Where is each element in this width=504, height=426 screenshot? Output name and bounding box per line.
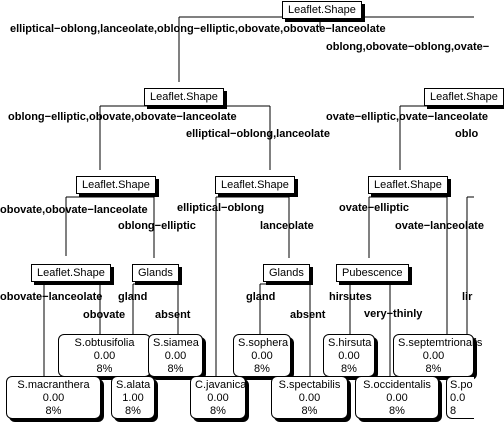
leaf-value: 0.00 (164, 350, 187, 362)
split-node-llr: Glands (132, 264, 179, 282)
leaf-value: 0.00 (207, 392, 229, 404)
leaf-node-macranthera: S.macranthera 0.00 8% (6, 376, 101, 419)
split-label: Leaflet.Shape (150, 91, 218, 103)
leaf-value: 1.00 (122, 392, 144, 404)
leaf-value: 0.00 (93, 350, 116, 362)
split-node-lr: Leaflet.Shape (215, 176, 295, 194)
split-label: Glands (269, 267, 304, 279)
leaf-percent: 8% (125, 405, 141, 417)
edge-label: very−thinly (364, 308, 423, 320)
split-label: Leaflet.Shape (374, 179, 442, 191)
split-node-r: Leaflet.Shape (424, 88, 504, 106)
edge-label: oblo (455, 128, 479, 140)
leaf-percent: 8% (210, 405, 226, 417)
leaf-node-obtusifolia: S.obtusifolia 0.00 8% (58, 334, 151, 377)
leaf-percent: 8% (254, 363, 270, 375)
leaf-percent: 8% (45, 405, 62, 417)
split-node-lrr: Glands (263, 264, 310, 282)
split-label: Leaflet.Shape (37, 267, 105, 279)
leaf-name: S.obtusifolia (74, 337, 135, 349)
leaf-name: S.septemtrionalis (398, 337, 483, 349)
edge-label: lanceolate (260, 220, 314, 232)
split-node-rl: Leaflet.Shape (368, 176, 448, 194)
split-node-ll: Leaflet.Shape (76, 176, 156, 194)
leaf-percent: 8 (450, 405, 457, 417)
edge-label: lir (462, 291, 473, 303)
edge-label: ovate−lanceolate (395, 220, 484, 232)
leaf-value: 0.00 (42, 392, 65, 404)
leaf-percent: 8% (425, 363, 442, 375)
leaf-name: S.sophera (238, 337, 289, 349)
split-label: Pubescence (342, 267, 403, 279)
leaf-name: S.po (450, 379, 473, 391)
leaf-node-spectabilis: S.spectabilis 0.00 8% (271, 376, 348, 419)
split-label: Leaflet.Shape (82, 179, 150, 191)
edge-label: obovate (83, 309, 126, 321)
leaf-percent: 8% (96, 363, 113, 375)
leaf-node-javanica: C.javanica 0.00 8% (190, 376, 246, 419)
leaf-name: S.spectabilis (278, 379, 341, 391)
leaf-name: S.hirsuta (328, 337, 372, 349)
split-label: Leaflet.Shape (430, 91, 498, 103)
edge-label: hirsutes (329, 291, 372, 303)
split-label: Leaflet.Shape (221, 179, 289, 191)
edge-label: elliptical−oblong (177, 202, 265, 214)
leaf-value: 0.00 (298, 392, 321, 404)
leaf-percent: 8% (167, 363, 184, 375)
edge-label: oblong−elliptic,obovate,obovate−lanceola… (8, 111, 237, 123)
split-node-rll: Pubescence (336, 264, 409, 282)
leaf-node-septemtrionalis: S.septemtrionalis 0.00 8% (393, 334, 483, 377)
split-node-l: Leaflet.Shape (144, 88, 224, 106)
leaf-node-siamea: S.siamea 0.00 8% (148, 334, 203, 377)
edge-label: obovate,obovate−lanceolate (0, 204, 148, 216)
edge-label: oblong,obovate−oblong,ovate− (326, 41, 490, 53)
leaf-value: 0.00 (338, 350, 360, 362)
edge-label: gland (246, 291, 276, 303)
leaf-node-alata: S.alata 1.00 8% (111, 376, 155, 419)
leaf-value: 0.00 (386, 392, 408, 404)
leaf-node-sophera: S.sophera 0.00 8% (233, 334, 291, 377)
leaf-name: C.javanica (195, 379, 247, 391)
split-label: Glands (138, 267, 173, 279)
split-label: Leaflet.Shape (288, 4, 356, 16)
leaf-value: 0.00 (251, 350, 273, 362)
edge-label: oblong−elliptic (118, 220, 196, 232)
split-node-lll: Leaflet.Shape (31, 264, 111, 282)
leaf-percent: 8% (341, 363, 357, 375)
leaf-percent: 8% (301, 405, 318, 417)
edge-label: obovate−lanceolate (0, 291, 103, 303)
leaf-value: 0.00 (422, 350, 445, 362)
leaf-name: S.occidentalis (363, 379, 431, 391)
edge-label: gland (118, 291, 148, 303)
edge-label: absent (290, 309, 326, 321)
leaf-value: 0.0 (450, 392, 466, 404)
edge-label: absent (155, 309, 191, 321)
edge-label: ovate−elliptic,ovate−lanceolate (326, 111, 489, 123)
edge-label: elliptical−oblong,lanceolate,oblong−elli… (10, 23, 386, 35)
split-node-root: Leaflet.Shape (282, 1, 362, 19)
leaf-name: S.alata (116, 379, 151, 391)
leaf-name: S.macranthera (17, 379, 90, 391)
leaf-percent: 8% (389, 405, 405, 417)
leaf-node-occidentalis: S.occidentalis 0.00 8% (355, 376, 439, 419)
edge-label: elliptical−oblong,lanceolate (186, 128, 330, 140)
edge-label: ovate−elliptic (339, 202, 410, 214)
leaf-name: S.siamea (153, 337, 199, 349)
leaf-node-po: S.po 0.0 8 (446, 376, 474, 419)
leaf-node-hirsuta: S.hirsuta 0.00 8% (323, 334, 375, 377)
